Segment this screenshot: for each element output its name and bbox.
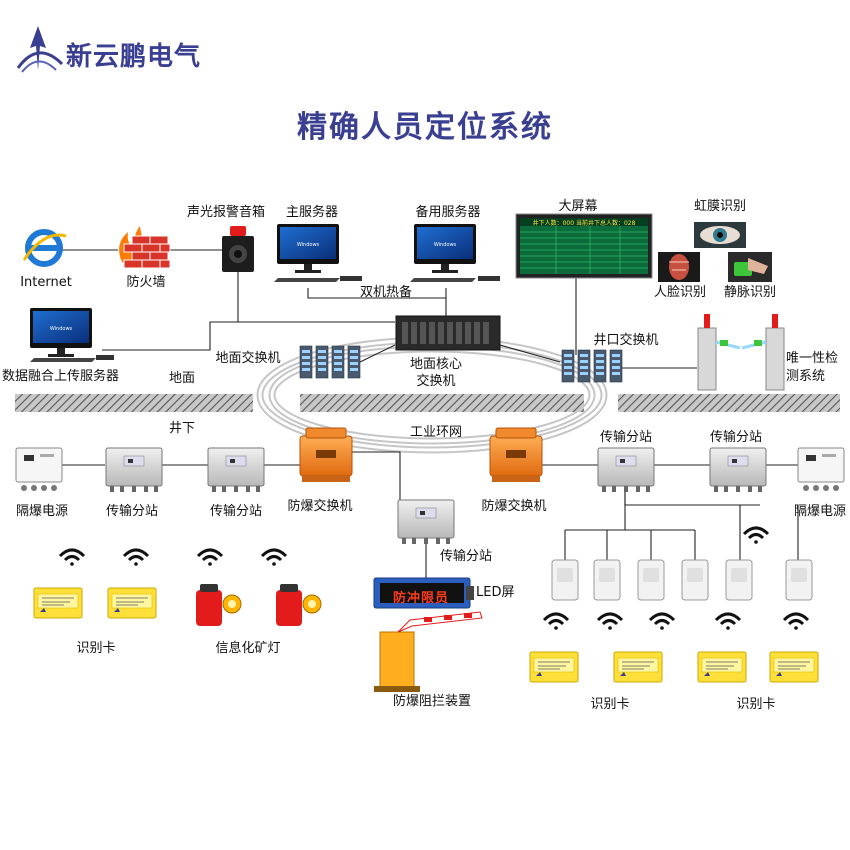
explosion-switch-left-icon (299, 427, 353, 483)
id-card-icon (769, 651, 819, 683)
upload-server-monitor-icon (30, 308, 92, 357)
label-industrial-ring: 工业环网 (409, 425, 463, 440)
transmit-station-1-icon (105, 447, 163, 493)
page-title: 精确人员定位系统 (297, 110, 553, 145)
id-card-icon (697, 651, 747, 683)
brand-name: 新云鹏电气 (66, 42, 202, 72)
label-ground: 地面 (168, 371, 196, 386)
label-transmit-station-4: 传输分站 (599, 430, 653, 445)
wireless-signal-icon (260, 548, 288, 568)
label-vein: 静脉识别 (723, 285, 777, 300)
main-server-keyboard-icon (274, 278, 340, 282)
wireless-signal-icon (648, 612, 676, 632)
label-unique-check-line2: 测系统 (786, 369, 826, 384)
wireless-signal-icon (122, 548, 150, 568)
card-reader-icon (785, 559, 813, 601)
vein-recognition-icon (728, 252, 772, 282)
label-transmit-station-1: 传输分站 (105, 504, 159, 519)
isolation-power-right-icon (797, 447, 845, 492)
core-switch-rack-icon (395, 315, 501, 351)
label-core-switch-line2: 交换机 (416, 374, 456, 389)
face-recognition-icon (658, 252, 700, 282)
label-transmit-station-3: 传输分站 (439, 549, 493, 564)
label-internet: Internet (20, 275, 72, 290)
led-screen-icon (373, 577, 474, 609)
big-screen-display-icon (515, 213, 653, 279)
wireless-signal-icon (542, 612, 570, 632)
explosion-switch-right-icon (489, 427, 543, 483)
internet-explorer-icon (22, 229, 67, 267)
transmit-station-4-icon (597, 447, 655, 493)
miner-lamp-icon (276, 584, 322, 626)
label-backup-server: 备用服务器 (415, 205, 481, 220)
label-main-server: 主服务器 (285, 205, 339, 220)
wireless-signal-icon (714, 612, 742, 632)
label-id-card-mid: 识别卡 (590, 697, 630, 712)
ground-bar-center (300, 394, 584, 412)
label-transmit-station-5: 传输分站 (709, 430, 763, 445)
label-wellhead-switch: 井口交换机 (593, 333, 659, 348)
connection-lines (62, 249, 800, 578)
label-dual-hot-standby: 双机热备 (359, 285, 413, 300)
label-underground: 井下 (168, 421, 196, 436)
iris-recognition-icon (694, 222, 746, 248)
barrier-gate-icon (374, 611, 483, 692)
transmit-station-2-icon (207, 447, 265, 493)
wireless-signal-icon (58, 548, 86, 568)
wireless-signal-icon (782, 612, 810, 632)
label-upload-server: 数据融合上传服务器 (2, 369, 120, 384)
wireless-signal-icon (596, 612, 624, 632)
id-card-icon (613, 651, 663, 683)
label-led-screen: LED屏 (476, 585, 515, 600)
card-reader-icon (681, 559, 709, 601)
backup-server-keyboard-icon (410, 278, 476, 282)
big-screen-header-text: 井下人数：000 当前井下总人数：028 (532, 220, 636, 227)
label-core-switch-line1: 地面核心 (409, 357, 463, 372)
ground-bar-left (15, 394, 253, 412)
label-transmit-station-2: 传输分站 (209, 504, 263, 519)
miner-lamp-icon (196, 584, 242, 626)
id-card-icon (107, 587, 157, 619)
card-reader-icon (637, 559, 665, 601)
id-card-icon (33, 587, 83, 619)
label-alarm-speaker: 声光报警音箱 (186, 205, 266, 220)
isolation-power-left-icon (15, 447, 63, 492)
label-ground-switch: 地面交换机 (215, 351, 281, 366)
label-big-screen: 大屏幕 (558, 199, 598, 214)
alarm-speaker-icon (222, 226, 254, 272)
turnstile-gate-icon (697, 314, 785, 391)
id-card-icon (529, 651, 579, 683)
wireless-signal-icon (742, 526, 770, 546)
label-iris: 虹膜识别 (693, 199, 747, 214)
upload-server-keyboard-icon (30, 358, 96, 362)
label-id-card-left: 识别卡 (76, 641, 116, 656)
label-firewall: 防火墙 (126, 275, 166, 290)
label-isolation-power-left: 隔爆电源 (15, 504, 69, 519)
label-id-card-right: 识别卡 (736, 697, 776, 712)
transmit-station-5-icon (709, 447, 767, 493)
label-explosion-switch-left: 防爆交换机 (287, 499, 353, 514)
card-reader-icon (593, 559, 621, 601)
main-server-monitor-icon (277, 224, 339, 273)
brand-logo-icon (16, 26, 64, 73)
firewall-icon (119, 226, 171, 269)
ground-bar-right (618, 394, 840, 412)
label-barrier: 防爆阻拦装置 (392, 694, 472, 709)
label-explosion-switch-right: 防爆交换机 (481, 499, 547, 514)
wireless-signal-icon (196, 548, 224, 568)
led-screen-text: 防冲限员 (392, 591, 449, 606)
label-face: 人脸识别 (653, 285, 707, 300)
label-miner-lamp: 信息化矿灯 (215, 641, 281, 656)
transmit-station-3-icon (397, 499, 455, 545)
card-reader-icon (725, 559, 753, 601)
card-reader-icon (551, 559, 579, 601)
backup-server-monitor-icon (414, 224, 476, 273)
label-isolation-power-right: 隔爆电源 (793, 504, 847, 519)
label-unique-check-line1: 唯一性检 (786, 351, 839, 366)
